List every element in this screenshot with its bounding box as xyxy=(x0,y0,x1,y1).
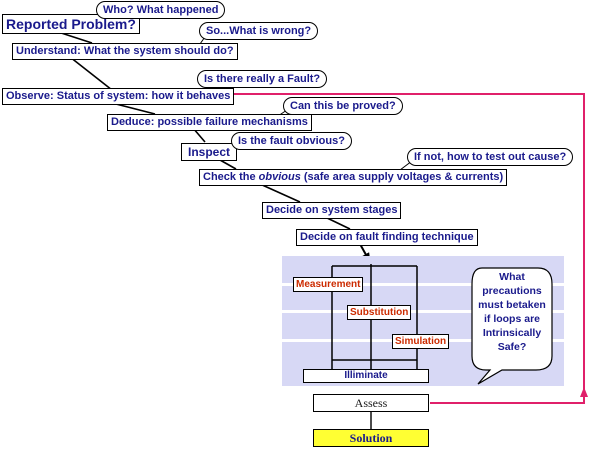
question-test-bubble: If not, how to test out cause? xyxy=(407,148,574,166)
question-proved-bubble: Can this be proved? xyxy=(283,97,403,115)
flow-connector-2 xyxy=(69,56,113,91)
reported-problem-step: Reported Problem? xyxy=(2,14,140,34)
question-what-wrong-bubble: So...What is wrong? xyxy=(199,22,319,40)
measurement-method: Measurement xyxy=(293,277,364,292)
illuminate-bar: Illiminate xyxy=(303,369,429,383)
callout-line: What xyxy=(499,271,525,283)
question-obvious-bubble: Is the fault obvious? xyxy=(231,132,352,150)
deduce-step: Deduce: possible failure mechanisms xyxy=(107,114,312,131)
panel-stripe xyxy=(282,310,564,313)
check-text-post: (safe area supply voltages & currents) xyxy=(300,171,504,183)
question-fault-bubble: Is there really a Fault? xyxy=(197,70,328,88)
observe-step: Observe: Status of system: how it behave… xyxy=(2,88,235,105)
technique-tree xyxy=(331,264,553,385)
substitution-method: Substitution xyxy=(347,305,412,320)
understand-step: Understand: What the system should do? xyxy=(12,43,238,60)
check-text-pre: Check the xyxy=(203,171,259,183)
fault-technique-step: Decide on fault finding technique xyxy=(296,229,478,246)
flow-connector-6 xyxy=(259,183,301,203)
callout-line: Safe? xyxy=(497,341,527,353)
check-obvious-step: Check the obvious (safe area supply volt… xyxy=(199,169,508,186)
feedback-loop-arrow xyxy=(213,90,585,404)
system-stages-step: Decide on system stages xyxy=(262,202,402,219)
callout-line: Intrinsically xyxy=(482,327,542,339)
callout-bubble-shape xyxy=(471,267,553,385)
simulation-method: Simulation xyxy=(392,334,450,349)
question-who-bubble: Who? What happened xyxy=(96,1,226,19)
assess-step: Assess xyxy=(313,394,429,412)
check-text-emphasis: obvious xyxy=(258,171,301,183)
callout-line: precautions xyxy=(482,285,542,297)
callout-line: must betaken xyxy=(478,299,546,311)
intrinsic-safety-callout: What precautions must betaken if loops a… xyxy=(472,270,552,382)
inspect-step: Inspect xyxy=(181,143,238,161)
flow-connector-7 xyxy=(324,216,351,230)
flow-connector-5 xyxy=(219,159,237,170)
solution-step: Solution xyxy=(313,429,429,447)
technique-panel: Measurement Substitution Simulation xyxy=(282,256,564,386)
panel-stripe xyxy=(282,283,564,286)
callout-line: if loops are xyxy=(483,313,540,325)
